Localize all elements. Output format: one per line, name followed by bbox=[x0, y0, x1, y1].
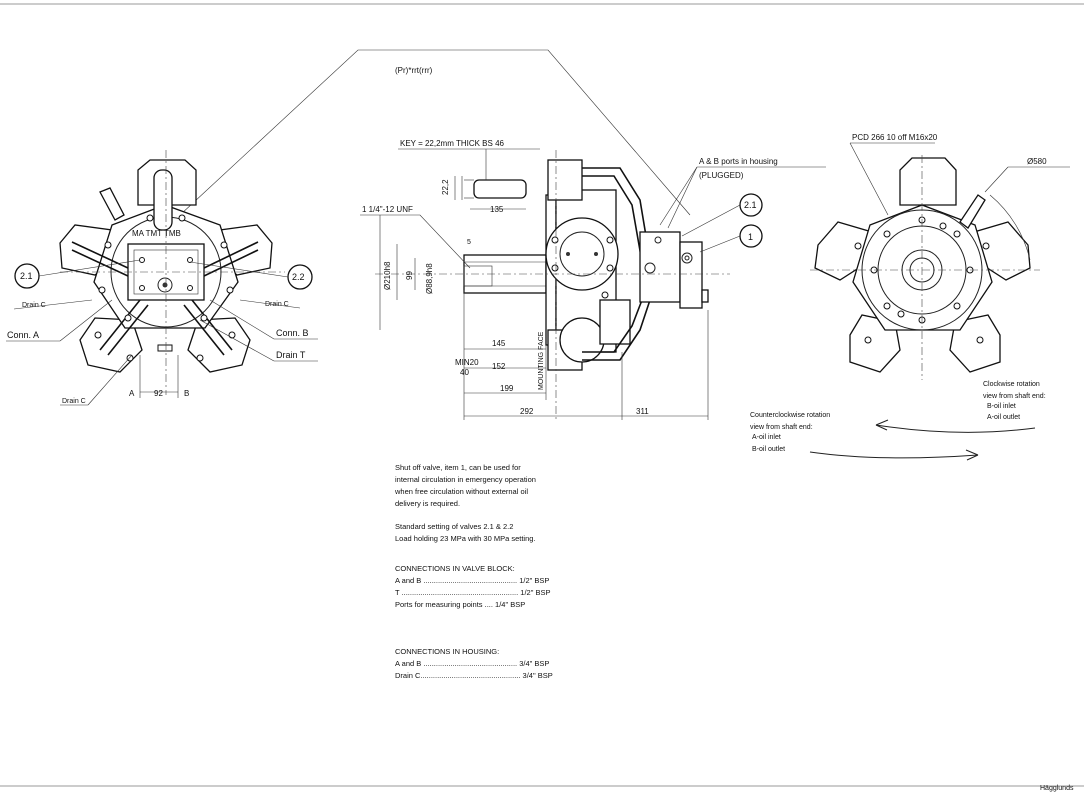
valve-block-title: CONNECTIONS IN VALVE BLOCK: bbox=[395, 564, 515, 573]
note-line: Standard setting of valves 2.1 & 2.2 bbox=[395, 522, 514, 531]
side-view bbox=[375, 150, 730, 420]
dim-40: 40 bbox=[460, 368, 469, 377]
drain-c-left-label: Drain C bbox=[22, 302, 46, 309]
valve-block-connections: CONNECTIONS IN VALVE BLOCK: A and B ....… bbox=[395, 563, 550, 611]
pcd-label: PCD 266 10 off M16x20 bbox=[852, 133, 938, 142]
key-label: KEY = 22,2mm THICK BS 46 bbox=[400, 139, 505, 148]
corner-mark: Hägglunds bbox=[1040, 785, 1074, 792]
note-line: A and B ................................… bbox=[395, 659, 550, 668]
cw-rotation-arrow bbox=[875, 424, 1036, 433]
callout-1: 1 bbox=[748, 232, 753, 242]
drain-c-right-label: Drain C bbox=[265, 301, 289, 308]
callout-2-1-side: 2.1 bbox=[744, 200, 757, 210]
dim-135: 135 bbox=[490, 205, 504, 214]
dim-199: 199 bbox=[500, 384, 514, 393]
dim-210h8: Ø210h8 bbox=[383, 261, 392, 290]
ccw-b-oil-outlet: B-oil outlet bbox=[752, 446, 785, 453]
cw-rotation-line2: view from shaft end: bbox=[983, 393, 1046, 400]
callout-2-2: 2.2 bbox=[292, 272, 305, 282]
note-line: Ports for measuring points .... 1/4" BSP bbox=[395, 600, 526, 609]
dim-min20: MIN20 bbox=[455, 358, 479, 367]
note-line: delivery is required. bbox=[395, 499, 461, 508]
cw-rotation-line1: Clockwise rotation bbox=[983, 381, 1040, 388]
shutoff-note: Shut off valve, item 1, can be used for … bbox=[395, 462, 536, 510]
mounting-face-label: MOUNTING FACE bbox=[538, 331, 545, 390]
dim-92: 92 bbox=[154, 389, 163, 398]
note-line: when free circulation without external o… bbox=[395, 487, 528, 496]
dim-152: 152 bbox=[492, 362, 506, 371]
housing-title: CONNECTIONS IN HOUSING: bbox=[395, 647, 500, 656]
housing-connections: CONNECTIONS IN HOUSING: A and B ........… bbox=[395, 646, 553, 682]
ports-in-housing-label: A & B ports in housing bbox=[699, 157, 778, 166]
cw-b-oil-inlet: B-oil inlet bbox=[987, 403, 1016, 410]
note-line: A and B ................................… bbox=[395, 576, 550, 585]
port-a-label: A bbox=[129, 389, 135, 398]
shaft-end-view bbox=[810, 155, 1040, 380]
dim-292: 292 bbox=[520, 407, 534, 416]
conn-b-label: Conn. B bbox=[276, 328, 309, 338]
left-end-view bbox=[59, 150, 285, 398]
ccw-rotation-line1: Counterclockwise rotation bbox=[750, 412, 830, 419]
cw-a-oil-outlet: A-oil outlet bbox=[987, 414, 1020, 421]
drain-c-bottom-label: Drain C bbox=[62, 398, 86, 405]
dim-311: 311 bbox=[636, 407, 649, 416]
note-line: T ......................................… bbox=[395, 588, 551, 597]
left-view-top-label: MA TMT TMB bbox=[132, 229, 181, 238]
standard-setting-note: Standard setting of valves 2.1 & 2.2 Loa… bbox=[395, 521, 536, 545]
ccw-rotation-line2: view from shaft end: bbox=[750, 424, 813, 431]
dia-580-label: Ø580 bbox=[1027, 157, 1047, 166]
header-note: (Pr)*rrt(rrr) bbox=[395, 66, 433, 75]
dim-22-2: 22,2 bbox=[441, 179, 450, 195]
dim-99: 99 bbox=[405, 271, 414, 280]
header-leader bbox=[179, 49, 691, 216]
note-line: Shut off valve, item 1, can be used for bbox=[395, 463, 521, 472]
unf-label: 1 1/4"-12 UNF bbox=[362, 205, 413, 214]
note-line: Load holding 23 MPa with 30 MPa setting. bbox=[395, 534, 536, 543]
dim-88-9h8: Ø88,9h8 bbox=[425, 263, 434, 294]
ccw-rotation-arrow bbox=[809, 451, 979, 459]
ccw-a-oil-inlet: A-oil inlet bbox=[752, 434, 781, 441]
note-line: internal circulation in emergency operat… bbox=[395, 475, 536, 484]
note-line: Drain C.................................… bbox=[395, 671, 553, 680]
drain-t-label: Drain T bbox=[276, 350, 306, 360]
plugged-label: (PLUGGED) bbox=[699, 171, 744, 180]
dim-145: 145 bbox=[492, 339, 506, 348]
port-b-label: B bbox=[184, 389, 189, 398]
dim-5: 5 bbox=[467, 239, 471, 246]
conn-a-label: Conn. A bbox=[7, 330, 39, 340]
callout-2-1-left: 2.1 bbox=[20, 271, 33, 281]
